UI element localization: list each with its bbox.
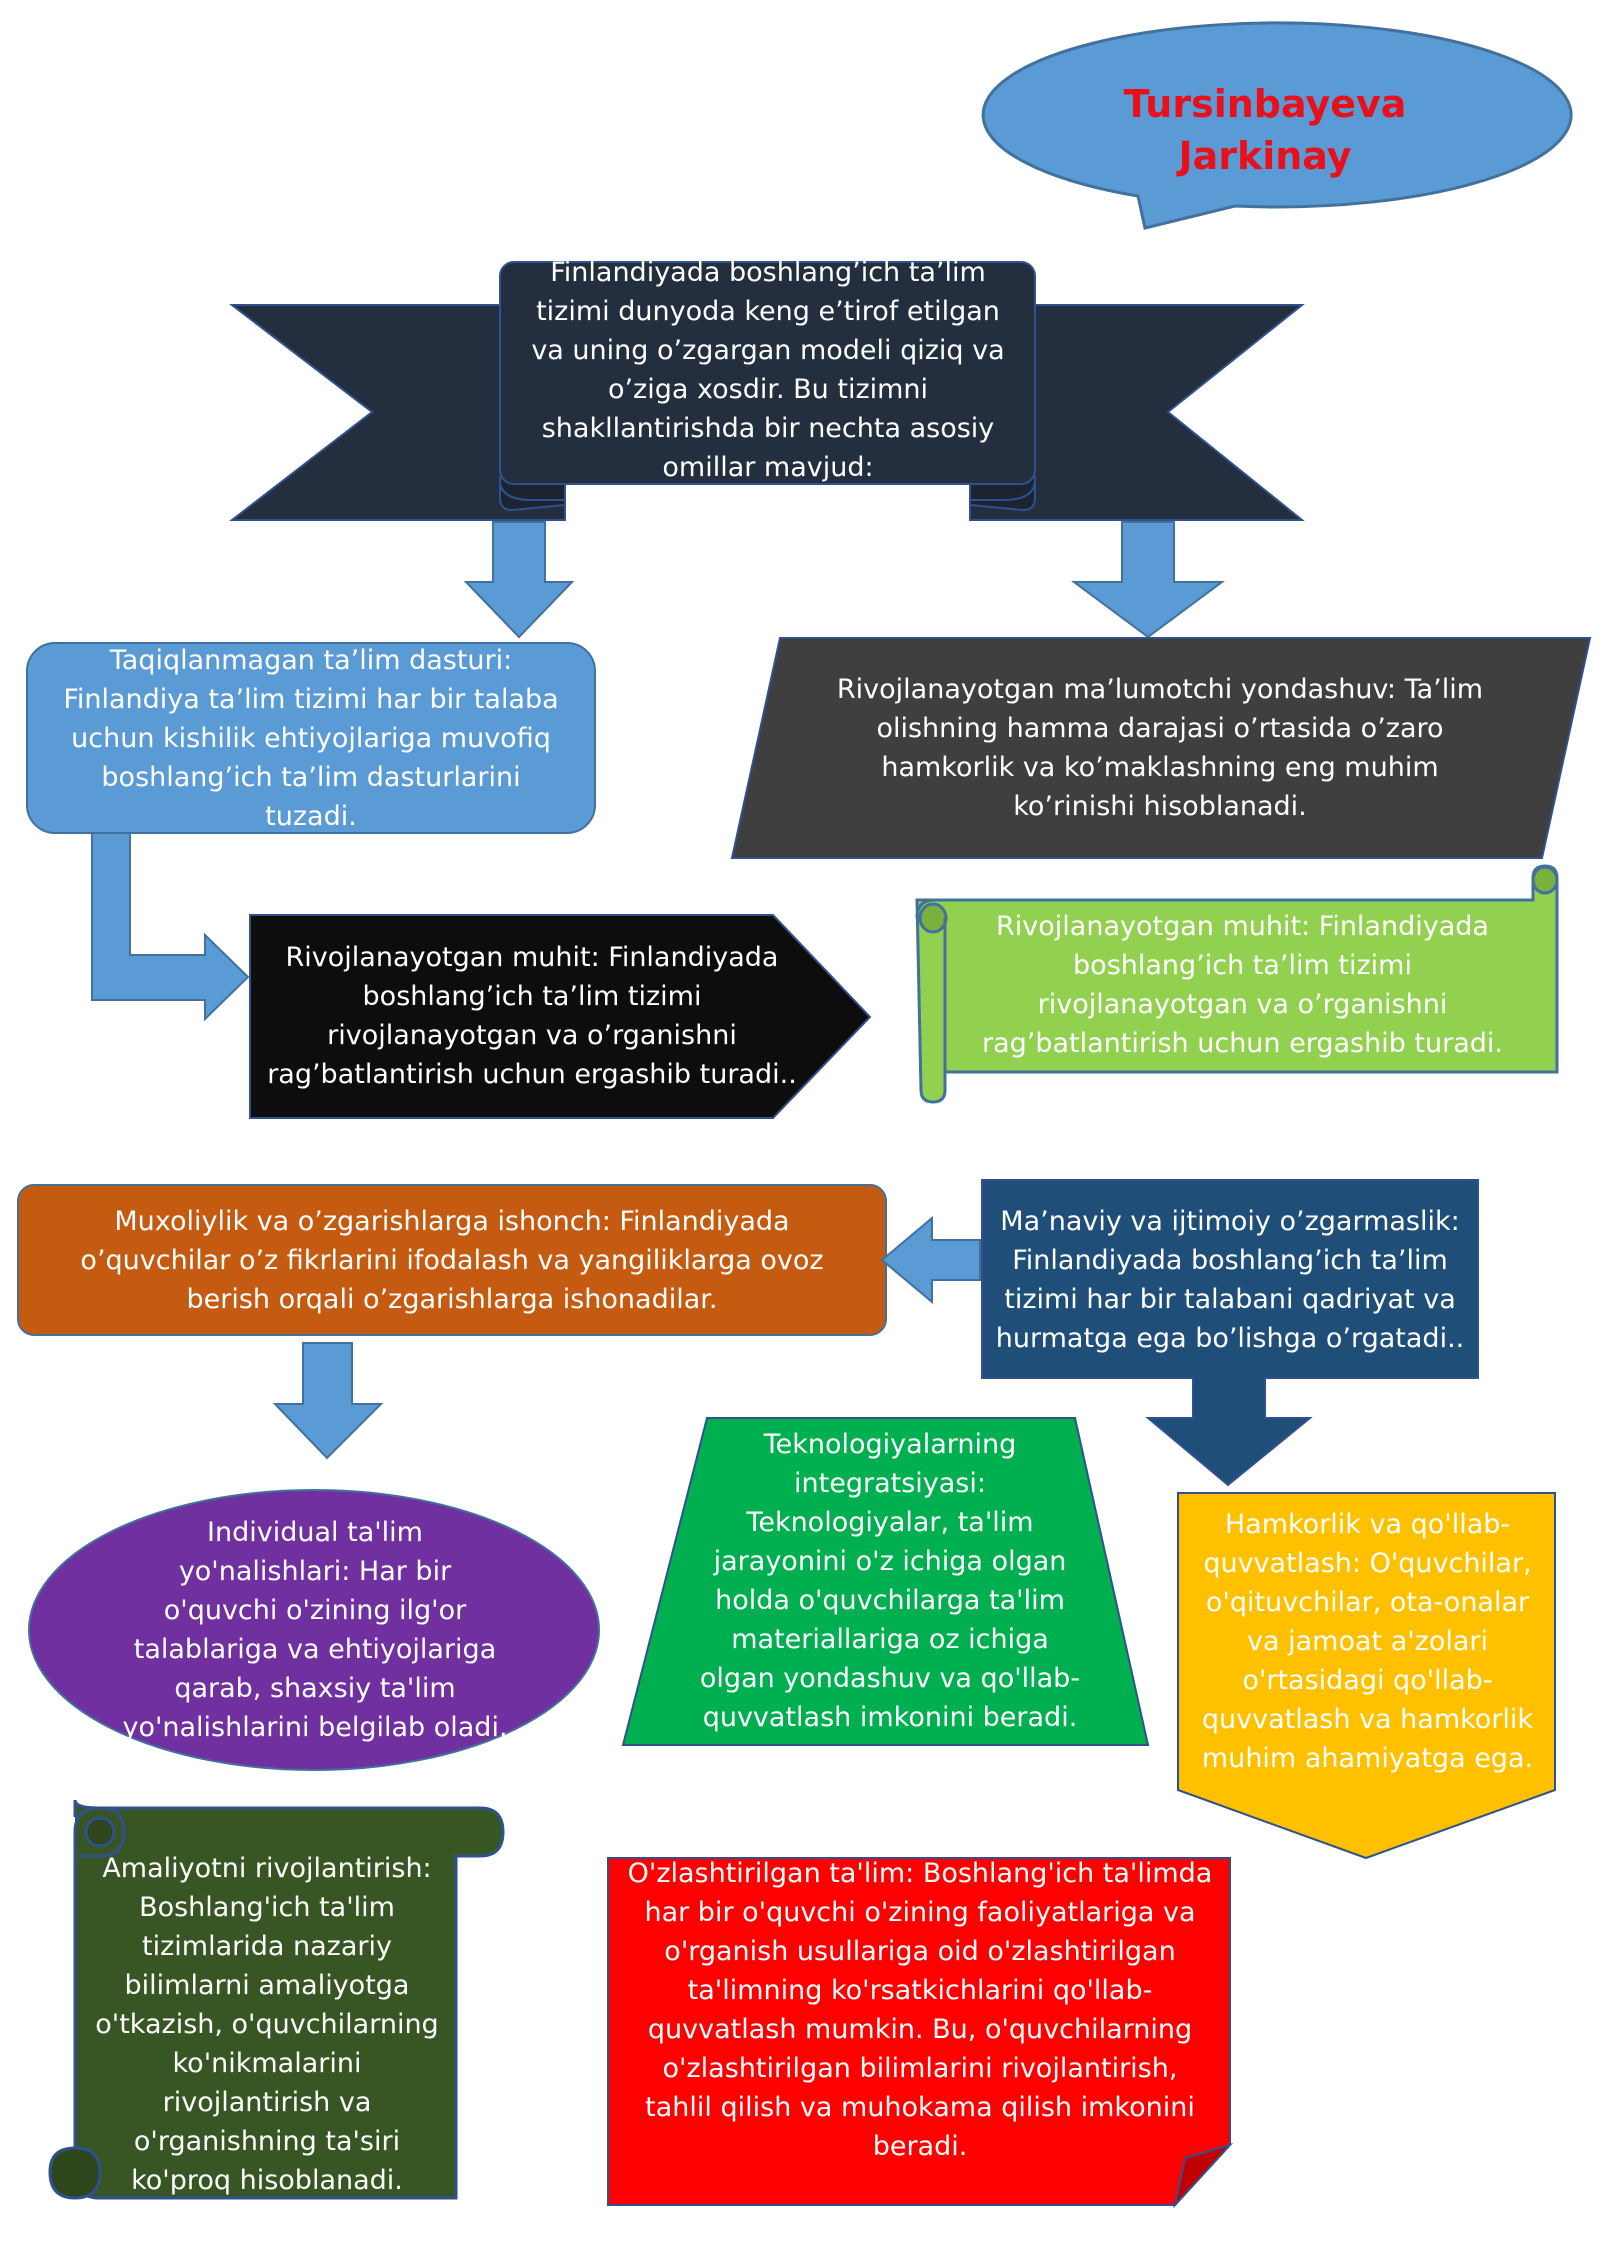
personalized-text: O'zlashtirilgan ta'lim: Boshlang'ich ta'…	[627, 1858, 1213, 2162]
intro-text: Finlandiyada boshlang’ich ta’lim tizimi …	[531, 257, 1005, 483]
values-text: Ma’naviy va ijtimoiy o’zgarmaslik: Finla…	[995, 1206, 1465, 1354]
individual-text: Individual ta'lim yo'nalishlari: Har bir…	[122, 1517, 508, 1743]
informative-text: Rivojlanayotgan ma’lumotchi yondashuv: T…	[836, 674, 1484, 822]
environment-green-text: Rivojlanayotgan muhit: Finlandiyada bosh…	[981, 911, 1503, 1059]
technology-trapezoid	[621, 1417, 1150, 1746]
arrow-down-right	[1070, 521, 1226, 639]
curriculum-text: Taqiqlanmagan ta’lim dasturi: Finlandiya…	[63, 644, 559, 832]
arrow-down-orange	[272, 1342, 384, 1460]
technology-text: Teknologiyalarning integratsiyasi: Tekno…	[699, 1429, 1081, 1733]
curriculum-box	[26, 642, 596, 834]
author-line-2: Jarkinay	[1178, 134, 1352, 178]
autonomy-text: Muxoliylik va o’zgarishlarga ishonch: Fi…	[80, 1205, 824, 1315]
environment-black-text: Rivojlanayotgan muhit: Finlandiyada bosh…	[267, 942, 797, 1090]
speech-bubble	[981, 21, 1573, 230]
arrow-left	[880, 1215, 981, 1305]
environment-scroll	[915, 864, 1559, 1104]
ribbon-banner	[229, 261, 1305, 521]
individual-ellipse	[28, 1489, 600, 1771]
personalized-note	[607, 1857, 1234, 2209]
cooperation-text: Hamkorlik va qo'llab-quvvatlash: O'quvch…	[1201, 1508, 1534, 1774]
informative-parallelogram	[730, 637, 1592, 859]
author-name: Tursinbayeva Jarkinay	[1090, 70, 1440, 190]
values-callout	[981, 1179, 1479, 1487]
arrow-down-left	[463, 521, 575, 639]
practice-text: Amaliyotni rivojlantirish: Boshlang'ich …	[95, 1852, 439, 2196]
arrow-bent	[91, 832, 250, 1022]
practice-scroll	[48, 1799, 505, 2200]
environment-pentagon	[249, 914, 872, 1119]
cooperation-pentagon	[1177, 1492, 1556, 1860]
author-line-1: Tursinbayeva	[1123, 82, 1407, 126]
